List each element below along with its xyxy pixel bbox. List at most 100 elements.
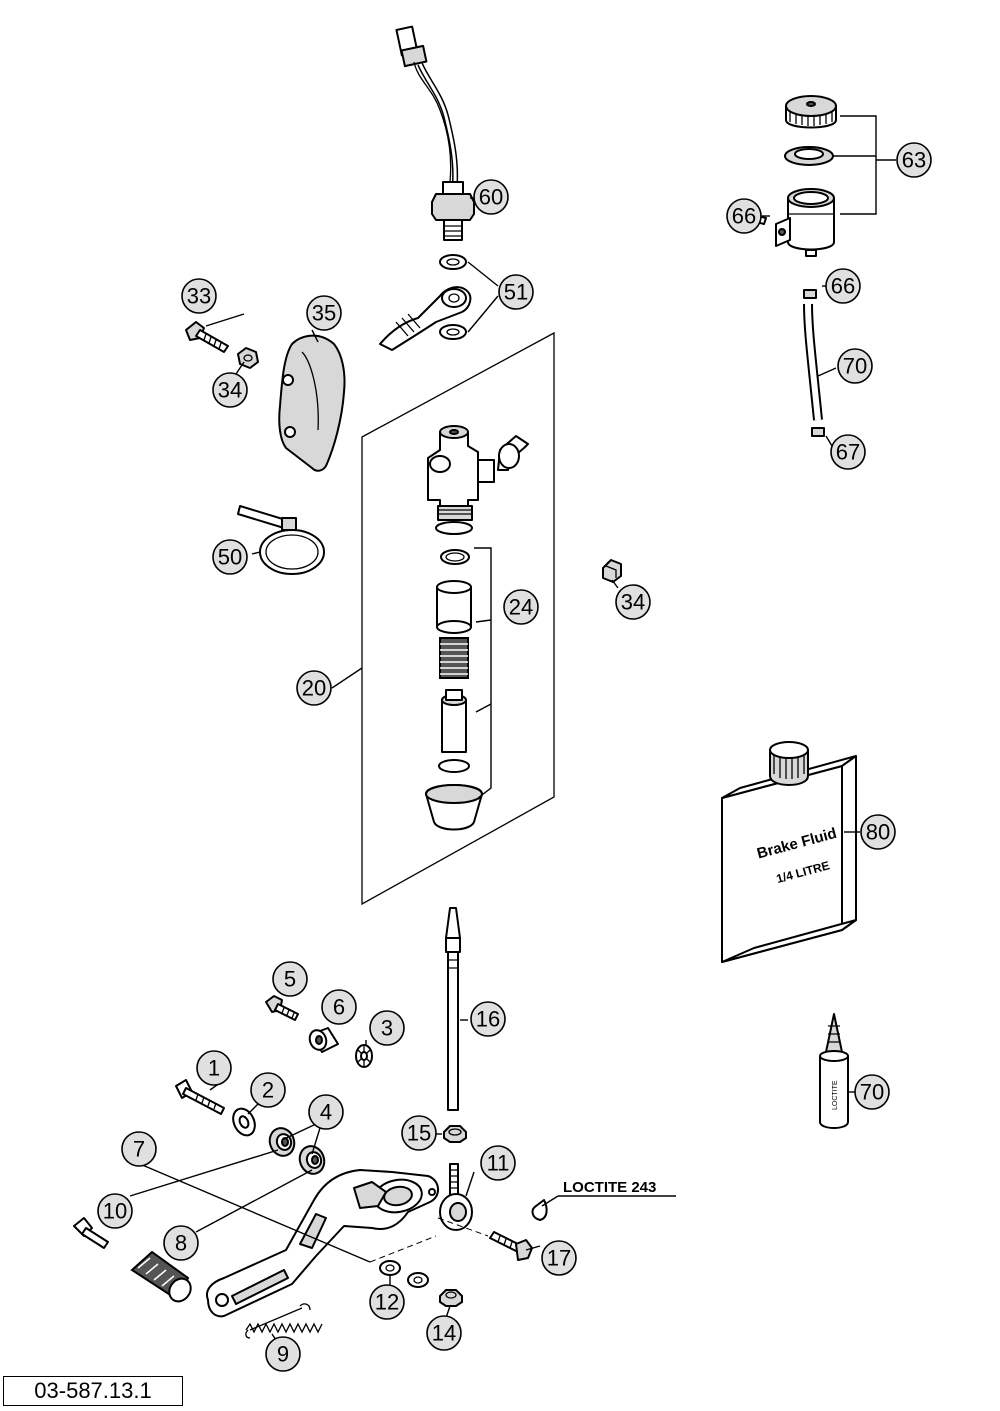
washer-12a xyxy=(379,1260,401,1276)
callout-60: 63 xyxy=(896,142,932,178)
callout-12: 12 xyxy=(369,1284,405,1320)
bolt-30 xyxy=(185,321,229,353)
callout-6: 6 xyxy=(321,989,357,1025)
screw-5 xyxy=(265,995,299,1021)
svg-text:17: 17 xyxy=(547,1246,571,1271)
svg-text:2: 2 xyxy=(262,1078,274,1103)
banjo-hose xyxy=(379,254,472,351)
svg-text:9: 9 xyxy=(277,1342,289,1367)
svg-text:3: 3 xyxy=(381,1016,393,1041)
svg-text:14: 14 xyxy=(432,1321,456,1346)
callout-67: 70 xyxy=(837,348,873,384)
svg-text:20: 20 xyxy=(302,676,326,701)
callout-33: 35 xyxy=(306,295,342,331)
svg-text:67: 67 xyxy=(836,440,860,465)
callout-24: 24 xyxy=(503,589,539,625)
reservoir-cap xyxy=(785,95,837,129)
clevis-11 xyxy=(439,1163,473,1231)
washer-2 xyxy=(232,1107,256,1137)
callout-9: 9 xyxy=(265,1336,301,1372)
callout-50: 51 xyxy=(498,274,534,310)
svg-text:24: 24 xyxy=(509,595,533,620)
hose-clamp-66-bottom xyxy=(811,427,825,437)
brake-pedal xyxy=(206,1169,439,1318)
spacer-6 xyxy=(308,1027,339,1053)
callout-5: 5 xyxy=(272,961,308,997)
svg-text:15: 15 xyxy=(407,1121,431,1146)
svg-text:66: 66 xyxy=(831,274,855,299)
svg-text:70: 70 xyxy=(843,354,867,379)
clip-34 xyxy=(602,559,622,583)
leader-lines xyxy=(129,115,896,1347)
callout-2: 2 xyxy=(250,1072,286,1108)
svg-text:35: 35 xyxy=(312,301,336,326)
svg-text:8: 8 xyxy=(175,1231,187,1256)
callout-7: 7 xyxy=(121,1131,157,1167)
callout-34: 34 xyxy=(615,584,651,620)
tube-label: LOCTITE xyxy=(832,1080,839,1110)
callout-80: 80 xyxy=(860,814,896,850)
callout-14: 14 xyxy=(426,1315,462,1351)
loctite-note: LOCTITE 243 xyxy=(563,1179,656,1196)
svg-text:70: 70 xyxy=(860,1080,884,1105)
svg-text:34: 34 xyxy=(621,590,645,615)
svg-text:11: 11 xyxy=(487,1151,510,1176)
hose-67 xyxy=(803,303,823,421)
bearing-4b xyxy=(298,1145,326,1175)
callout-20: 20 xyxy=(296,670,332,706)
svg-text:34: 34 xyxy=(218,378,242,403)
bolt-1 xyxy=(175,1079,225,1115)
callout-15: 15 xyxy=(401,1115,437,1151)
reservoir-diaphragm xyxy=(784,146,834,166)
brake-fluid-can: Brake Fluid 1/4 LITRE xyxy=(721,741,857,963)
svg-text:5: 5 xyxy=(284,967,296,992)
reservoir-body xyxy=(775,188,835,257)
svg-text:50: 50 xyxy=(218,545,242,570)
cable-tie-35 xyxy=(237,505,325,575)
brake-light-switch xyxy=(395,25,475,241)
loctite-drop xyxy=(531,1199,548,1221)
nut-15 xyxy=(443,1125,467,1143)
svg-text:66: 66 xyxy=(732,204,756,229)
svg-text:10: 10 xyxy=(103,1199,127,1224)
svg-text:6: 6 xyxy=(333,995,345,1020)
callout-16: 16 xyxy=(470,1001,506,1037)
svg-text:1: 1 xyxy=(208,1056,220,1081)
svg-text:33: 33 xyxy=(187,284,211,309)
callout-30: 33 xyxy=(181,278,217,314)
diagram-id-label: 03-587.13.1 xyxy=(3,1376,183,1406)
assembly-frame xyxy=(361,331,555,906)
nut-14 xyxy=(439,1289,463,1307)
bolt-17 xyxy=(489,1231,533,1261)
nut-32 xyxy=(237,347,259,369)
callout-8: 8 xyxy=(163,1225,199,1261)
svg-text:63: 63 xyxy=(902,148,926,173)
callout-1: 1 xyxy=(196,1050,232,1086)
svg-text:4: 4 xyxy=(320,1100,332,1125)
svg-text:60: 60 xyxy=(479,185,503,210)
piston-kit xyxy=(425,549,483,831)
callout-10: 10 xyxy=(97,1193,133,1229)
hose-clamp-66-top xyxy=(803,289,817,299)
callout-66-bottom: 67 xyxy=(830,434,866,470)
callout-63: 66 xyxy=(726,198,762,234)
master-cylinder xyxy=(427,425,529,535)
callout-70: 70 xyxy=(854,1074,890,1110)
svg-text:12: 12 xyxy=(375,1290,399,1315)
svg-text:51: 51 xyxy=(504,280,528,305)
return-spring-9 xyxy=(245,1303,323,1339)
callout-32: 34 xyxy=(212,372,248,408)
bearing-4a xyxy=(268,1127,296,1157)
callout-11: 11 xyxy=(480,1145,516,1181)
washer-12b xyxy=(407,1272,429,1288)
callout-17: 17 xyxy=(541,1240,577,1276)
washer-3 xyxy=(355,1044,373,1068)
push-rod-16 xyxy=(445,907,461,1111)
callout-51: 60 xyxy=(473,179,509,215)
callout-3: 3 xyxy=(369,1010,405,1046)
guard-33 xyxy=(278,334,346,472)
svg-text:80: 80 xyxy=(866,820,890,845)
loctite-tube: LOCTITE xyxy=(819,1013,849,1129)
callout-4: 4 xyxy=(308,1094,344,1130)
